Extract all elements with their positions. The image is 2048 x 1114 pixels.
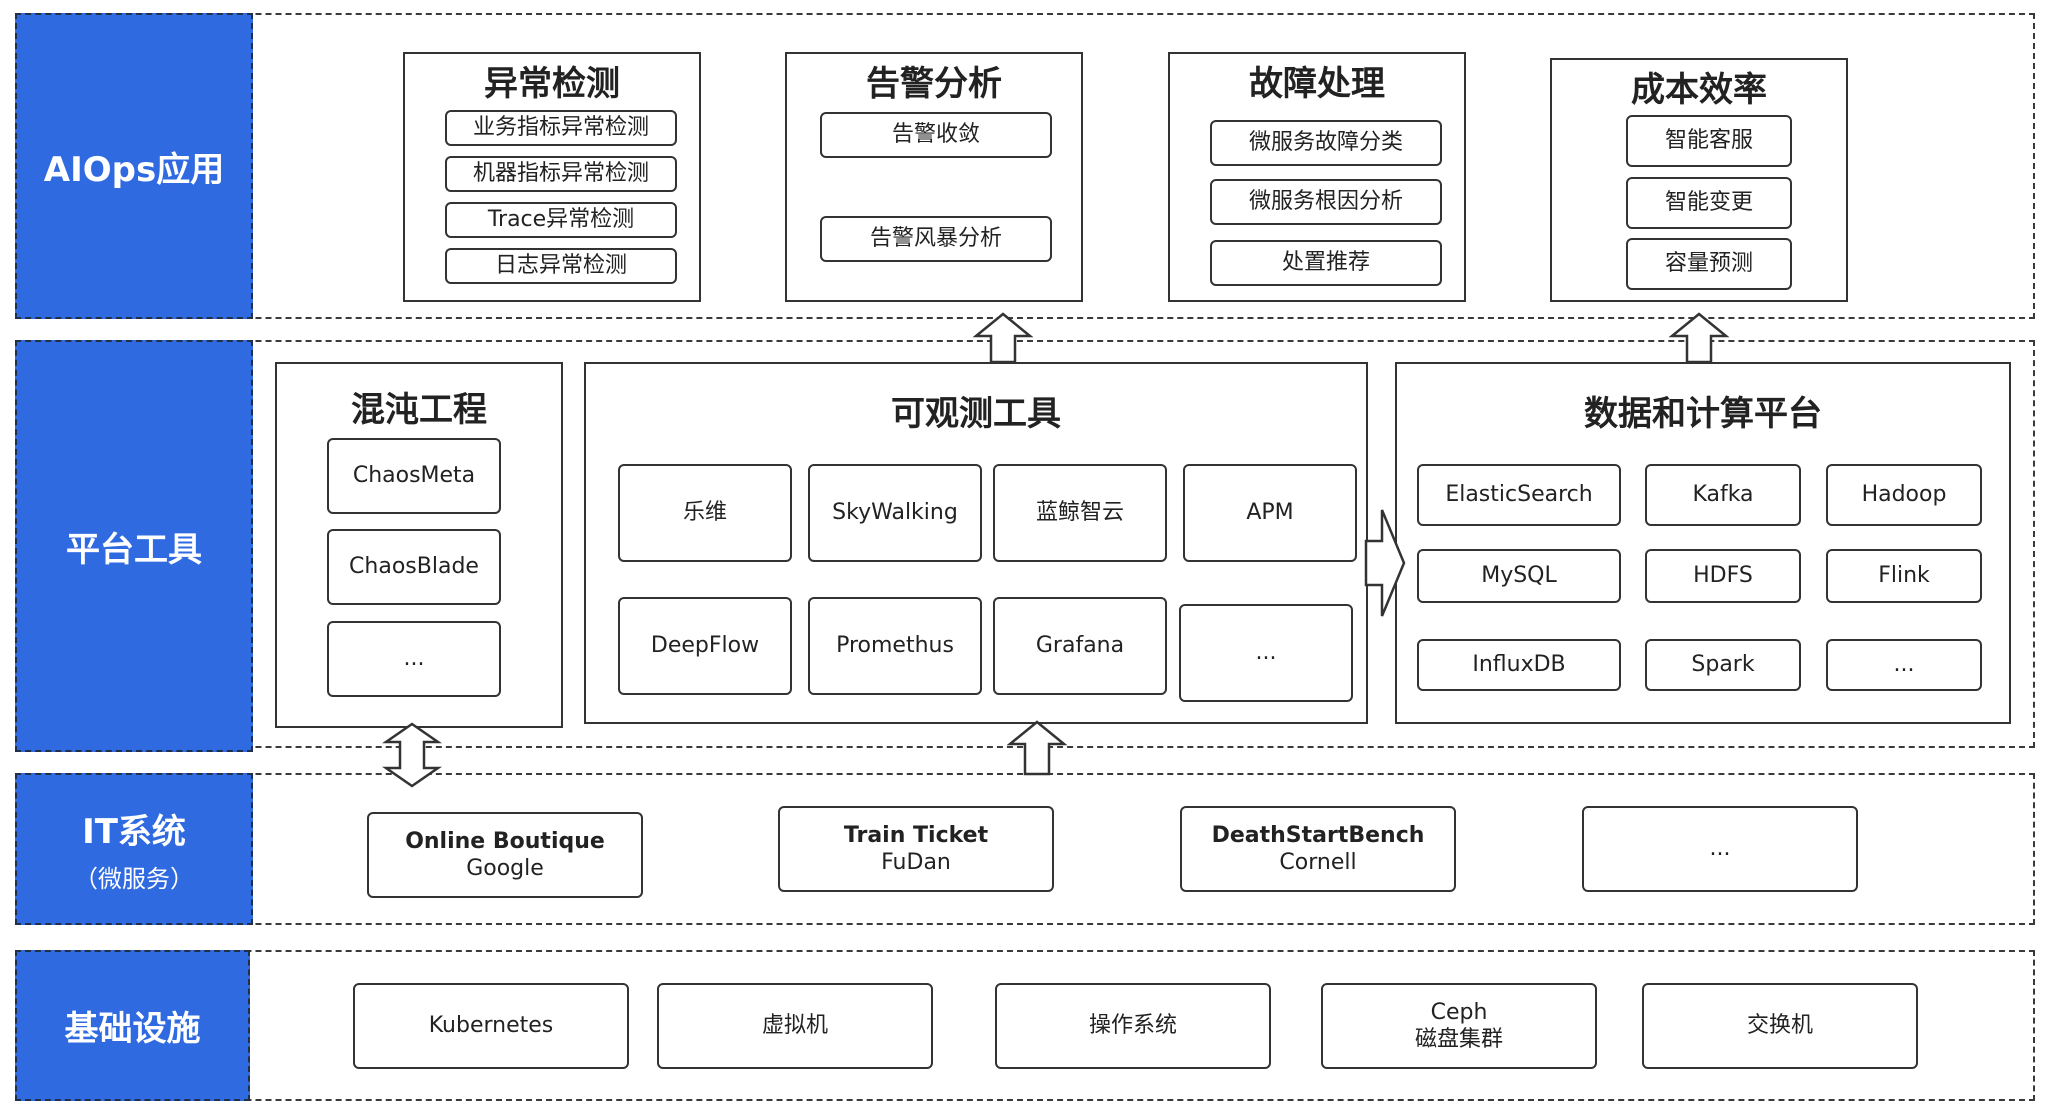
cost-item: 智能变更 [1626, 177, 1792, 229]
it-systems-layer-label: IT系统 （微服务） [15, 773, 253, 925]
observability-box: 可观测工具 乐维 SkyWalking 蓝鲸智云 APM DeepFlow Pr… [584, 362, 1368, 724]
alert-analysis-title: 告警分析 [866, 64, 1002, 104]
it-system-box: ... [1582, 806, 1858, 892]
infra-item-sublabel: 磁盘集群 [1414, 1027, 1503, 1052]
right-arrow-icon [1364, 509, 1406, 617]
anomaly-item: Trace异常检测 [445, 202, 677, 238]
cost-item: 容量预测 [1626, 238, 1792, 290]
it-system-name: Online Boutique [405, 828, 605, 854]
it-system-org: Cornell [1279, 850, 1357, 875]
up-arrow-icon [1006, 720, 1068, 776]
data-item: Spark [1645, 639, 1801, 691]
it-system-box: DeathStartBench Cornell [1180, 806, 1456, 892]
anomaly-detection-title: 异常检测 [484, 64, 620, 104]
infra-item-label: Ceph [1430, 999, 1488, 1025]
infra-item: Kubernetes [353, 983, 629, 1069]
observability-item: SkyWalking [808, 464, 982, 562]
data-compute-box: 数据和计算平台 ElasticSearch Kafka Hadoop MySQL… [1395, 362, 2011, 724]
it-system-name: ... [1709, 836, 1731, 862]
infra-item-label: Kubernetes [428, 1013, 554, 1039]
fault-item: 微服务根因分析 [1210, 179, 1442, 225]
it-system-org: Google [466, 856, 544, 881]
data-item: Flink [1826, 549, 1982, 603]
anomaly-item: 机器指标异常检测 [445, 156, 677, 192]
data-item: ... [1826, 639, 1982, 691]
observability-item: 乐维 [618, 464, 792, 562]
observability-item: Grafana [993, 597, 1167, 695]
chaos-engineering-box: 混沌工程 ChaosMeta ChaosBlade ... [275, 362, 563, 728]
chaos-item: ChaosMeta [327, 438, 501, 514]
it-system-box: Online Boutique Google [367, 812, 643, 898]
chaos-engineering-title: 混沌工程 [351, 390, 487, 430]
aiops-layer-label: AIOps应用 [15, 13, 253, 319]
it-systems-layer-subtitle: （微服务） [74, 865, 194, 893]
anomaly-item: 日志异常检测 [445, 248, 677, 284]
platform-layer-title: 平台工具 [66, 529, 202, 570]
data-item: Kafka [1645, 464, 1801, 526]
fault-item: 微服务故障分类 [1210, 120, 1442, 166]
observability-item: APM [1183, 464, 1357, 562]
infra-item-label: 交换机 [1746, 1013, 1813, 1039]
observability-item: 蓝鲸智云 [993, 464, 1167, 562]
cost-efficiency-title: 成本效率 [1631, 70, 1767, 110]
cost-efficiency-box: 成本效率 智能客服 智能变更 容量预测 [1550, 58, 1848, 302]
infra-item: Ceph 磁盘集群 [1321, 983, 1597, 1069]
data-item: HDFS [1645, 549, 1801, 603]
alert-item: 告警收敛 [820, 112, 1052, 158]
fault-handling-box: 故障处理 微服务故障分类 微服务根因分析 处置推荐 [1168, 52, 1466, 302]
alert-analysis-box: 告警分析 告警收敛 告警风暴分析 [785, 52, 1083, 302]
data-item: Hadoop [1826, 464, 1982, 526]
anomaly-detection-box: 异常检测 业务指标异常检测 机器指标异常检测 Trace异常检测 日志异常检测 [403, 52, 701, 302]
chaos-item: ChaosBlade [327, 529, 501, 605]
anomaly-item: 业务指标异常检测 [445, 110, 677, 146]
alert-item: 告警风暴分析 [820, 216, 1052, 262]
aiops-layer-title: AIOps应用 [43, 149, 225, 190]
fault-handling-title: 故障处理 [1249, 64, 1385, 104]
infra-item-label: 操作系统 [1088, 1013, 1177, 1039]
data-item: ElasticSearch [1417, 464, 1621, 526]
observability-item: ... [1179, 604, 1353, 702]
platform-layer-label: 平台工具 [15, 340, 253, 752]
up-arrow-icon [972, 312, 1034, 364]
observability-title: 可观测工具 [891, 394, 1061, 434]
it-system-org: FuDan [881, 850, 951, 875]
chaos-item: ... [327, 621, 501, 697]
cost-item: 智能客服 [1626, 115, 1792, 167]
observability-item: DeepFlow [618, 597, 792, 695]
it-system-name: DeathStartBench [1211, 822, 1425, 848]
observability-item: Promethus [808, 597, 982, 695]
data-compute-title: 数据和计算平台 [1584, 394, 1822, 434]
up-arrow-icon [1668, 312, 1730, 364]
fault-item: 处置推荐 [1210, 240, 1442, 286]
infra-item: 操作系统 [995, 983, 1271, 1069]
infra-item: 虚拟机 [657, 983, 933, 1069]
infra-item-label: 虚拟机 [761, 1013, 828, 1039]
infrastructure-layer-label: 基础设施 [15, 950, 250, 1101]
it-system-name: Train Ticket [843, 822, 989, 848]
bidirectional-arrow-icon [382, 722, 442, 788]
infra-item: 交换机 [1642, 983, 1918, 1069]
it-systems-layer-title: IT系统 [82, 812, 186, 852]
data-item: MySQL [1417, 549, 1621, 603]
infrastructure-layer-title: 基础设施 [64, 1009, 201, 1049]
it-system-box: Train Ticket FuDan [778, 806, 1054, 892]
data-item: InfluxDB [1417, 639, 1621, 691]
